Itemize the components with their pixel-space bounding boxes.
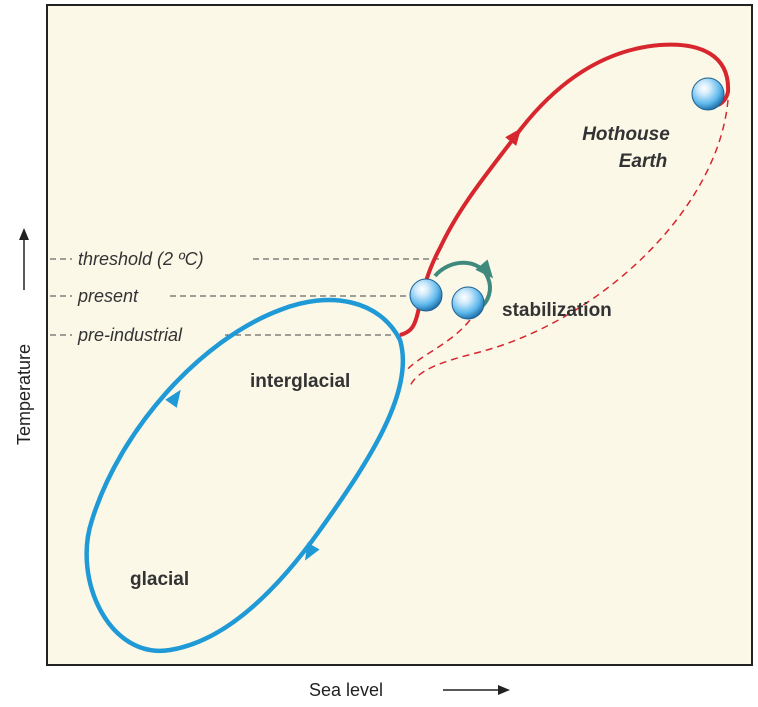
cycle-arrow-up-icon <box>165 389 181 408</box>
hothouse-state-ball <box>691 77 725 111</box>
hothouse-return-path-lower <box>404 319 471 373</box>
threshold-label: threshold (2 ºC) <box>78 249 204 269</box>
stabilized-state-ball <box>451 286 485 320</box>
stabilization-arrow <box>433 260 492 310</box>
glacial-interglacial-cycle <box>84 297 406 654</box>
cycle-arrow-down-icon <box>305 542 320 561</box>
stabilization-label: stabilization <box>502 300 612 321</box>
y-axis-arrow-icon <box>19 228 29 240</box>
x-axis-label: Sea level <box>309 680 383 700</box>
y-axis-label: Temperature <box>14 344 34 445</box>
hothouse-return-path-upper <box>409 99 729 387</box>
interglacial-label: interglacial <box>250 371 350 392</box>
hothouse-arrow-icon <box>505 128 522 146</box>
stabilization-arrowhead-icon <box>475 259 494 279</box>
x-axis-arrow-icon <box>498 685 510 695</box>
present-state-ball <box>409 278 443 312</box>
glacial-label: glacial <box>130 569 189 590</box>
hothouse-label-line1: Hothouse <box>582 124 670 145</box>
pre-industrial-label: pre-industrial <box>77 325 183 345</box>
hothouse-label-line2: Earth <box>619 151 668 172</box>
present-label: present <box>77 286 139 306</box>
